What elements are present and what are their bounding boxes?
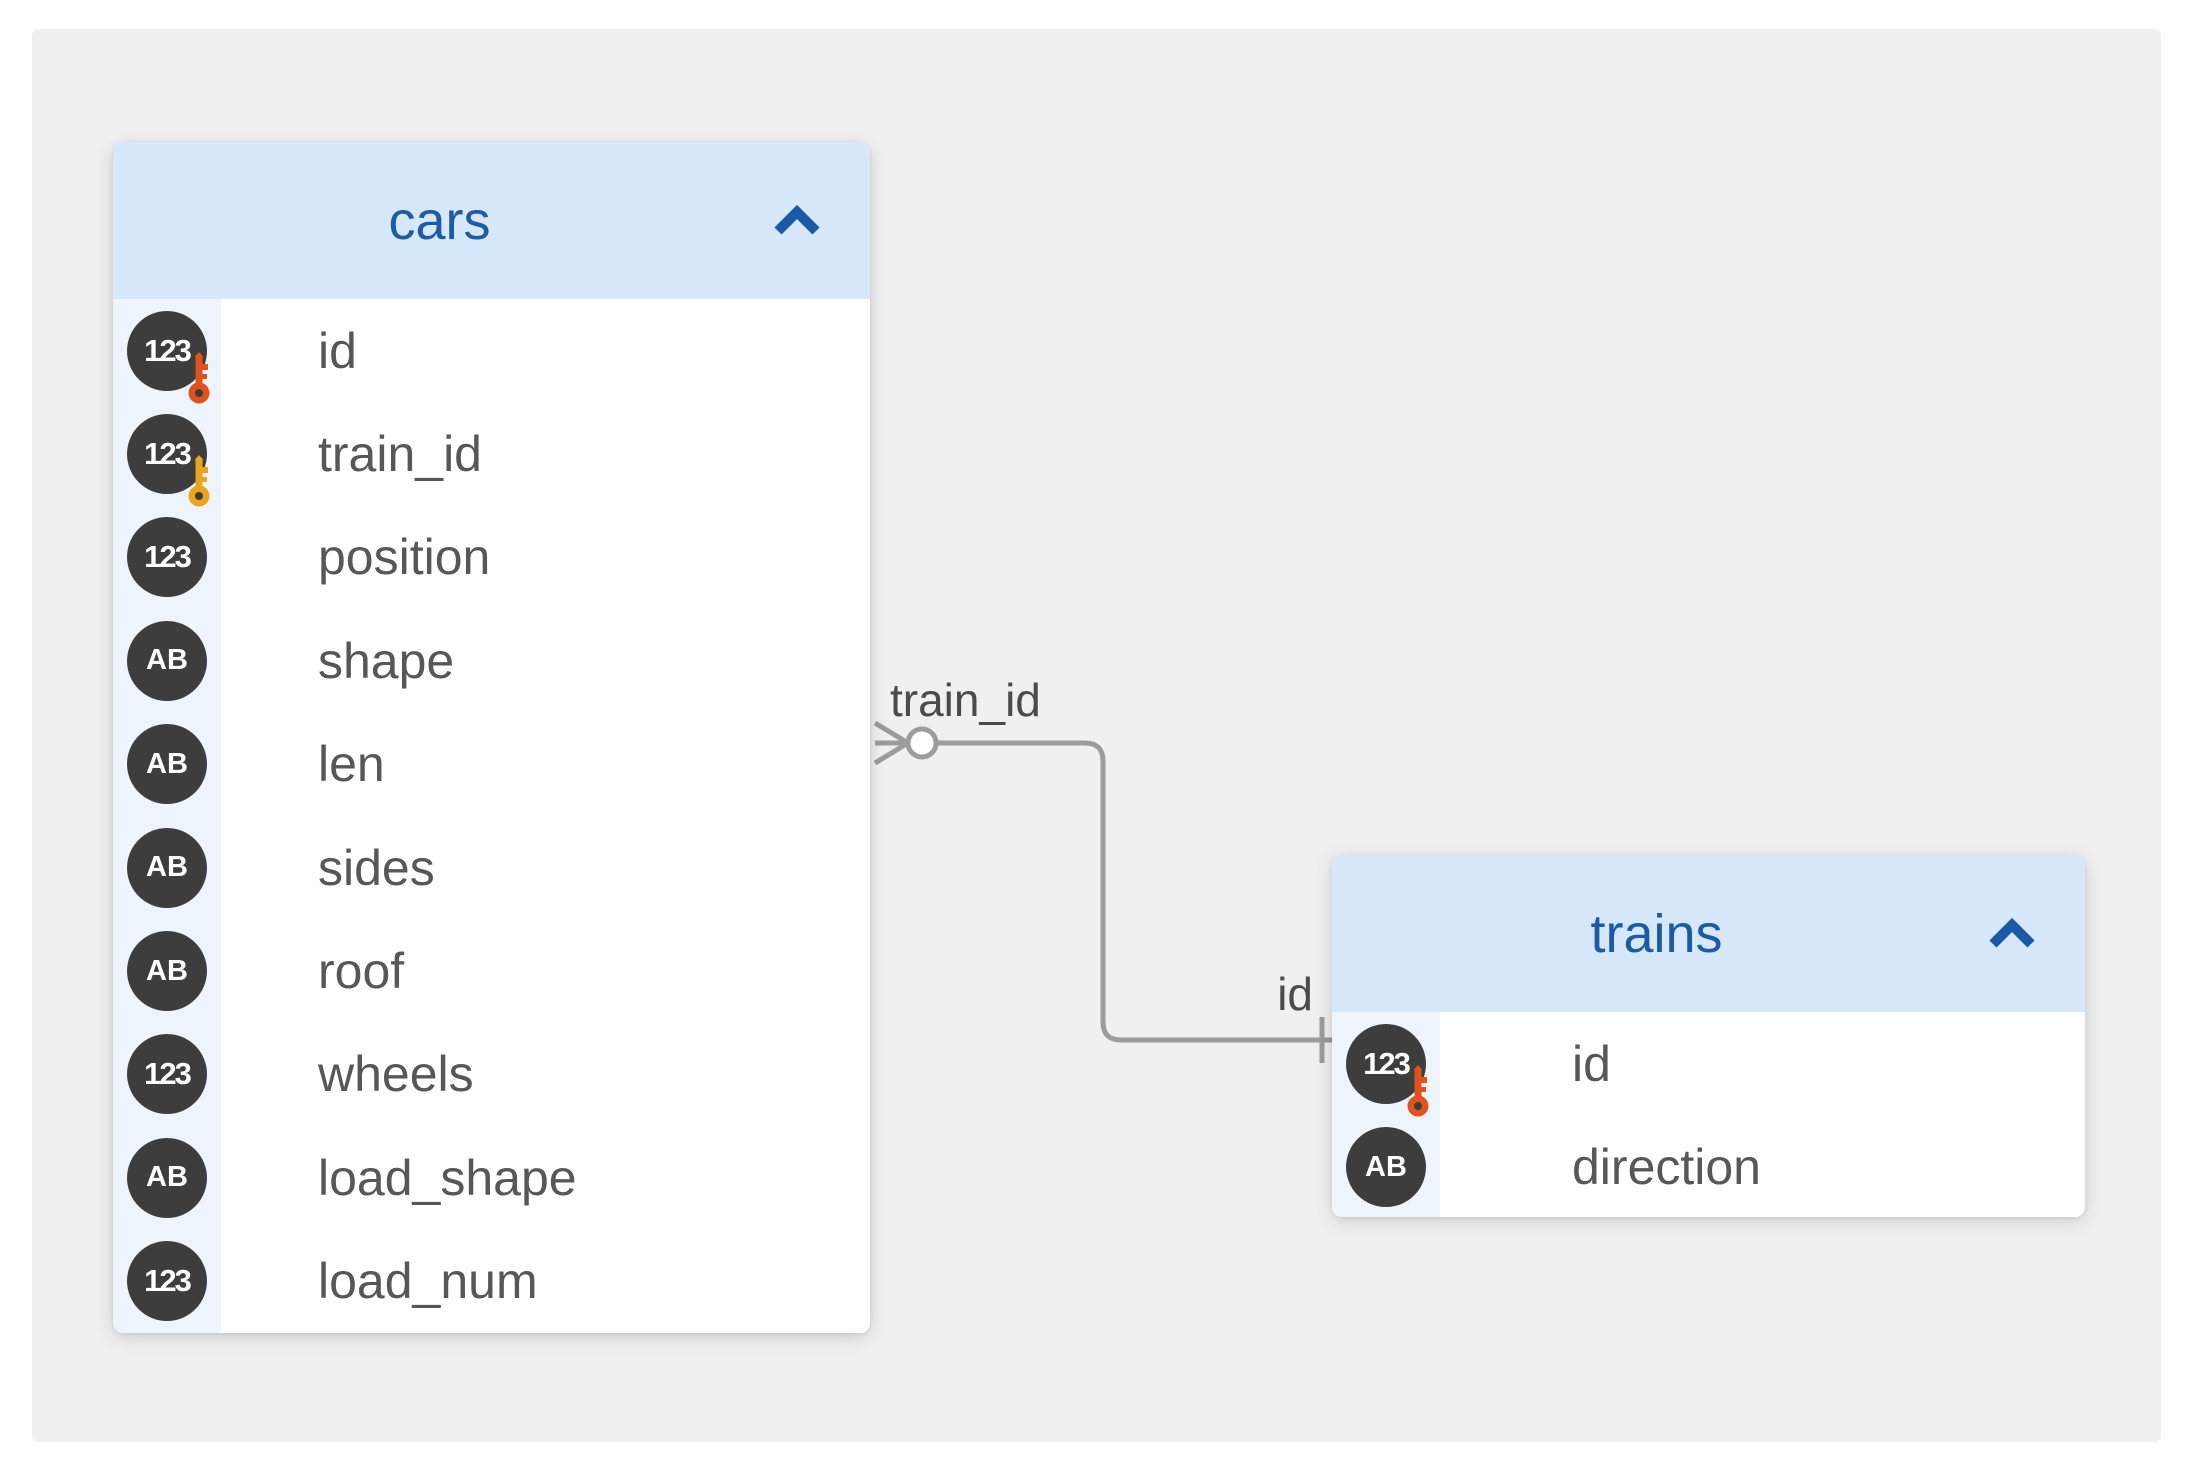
numeric-type-icon: 123 [127, 310, 210, 404]
numeric-type-icon: 123 [127, 517, 207, 598]
field-name: load_num [318, 1253, 538, 1310]
field-name: direction [1572, 1139, 1761, 1196]
text-type-icon: AB [127, 827, 207, 908]
field-row[interactable]: AB roof [113, 919, 870, 1022]
field-name: shape [318, 632, 455, 689]
table-title: cars [388, 190, 491, 251]
table-trains-header[interactable]: trains [1332, 855, 2085, 1012]
relationship-label-from-column: train_id [890, 674, 1041, 726]
numeric-type-icon: 123 [127, 1241, 207, 1322]
table-cars-body: 123 id 123 train_id 123 position AB shap… [113, 299, 870, 1333]
collapse-table-button[interactable] [1989, 917, 2035, 951]
primary-key-icon [1407, 1064, 1429, 1117]
numeric-type-icon: 123 [1346, 1023, 1429, 1117]
field-row[interactable]: 123 position [113, 506, 870, 609]
chevron-up-icon [1989, 917, 2035, 948]
collapse-table-button[interactable] [774, 204, 820, 238]
relationship-line[interactable] [937, 740, 1332, 1043]
table-trains-body: 123 id AB direction [1332, 1012, 2085, 1217]
field-name: position [318, 529, 491, 586]
crow-foot-many-icon [873, 720, 910, 766]
field-row[interactable]: 123 load_num [113, 1230, 870, 1333]
numeric-type-icon: 123 [127, 1034, 207, 1115]
chevron-up-icon [774, 204, 820, 235]
text-type-icon: AB [1346, 1127, 1426, 1208]
table-cars-header[interactable]: cars [113, 142, 870, 299]
field-row[interactable]: AB len [113, 713, 870, 816]
text-type-icon: AB [127, 620, 207, 701]
field-row[interactable]: AB load_shape [113, 1126, 870, 1229]
foreign-key-icon [188, 455, 210, 507]
field-name: load_shape [318, 1149, 577, 1206]
text-type-icon: AB [127, 931, 207, 1012]
text-type-icon: AB [127, 724, 207, 805]
field-row[interactable]: 123 train_id [113, 402, 870, 507]
field-name: len [318, 736, 385, 793]
field-row[interactable]: AB direction [1332, 1115, 2085, 1217]
field-row[interactable]: 123 id [113, 299, 870, 404]
field-row[interactable]: 123 wheels [113, 1023, 870, 1126]
field-row[interactable]: 123 id [1332, 1012, 2085, 1117]
field-name: id [318, 322, 357, 379]
relationship-label-to-column: id [1277, 968, 1313, 1020]
field-row[interactable]: AB shape [113, 609, 870, 712]
text-type-icon: AB [127, 1137, 207, 1218]
field-row[interactable]: AB sides [113, 816, 870, 919]
primary-key-icon [188, 351, 210, 404]
field-name: sides [318, 839, 435, 896]
table-trains[interactable]: trains 123 id AB direction [1332, 855, 2085, 1217]
numeric-type-icon: 123 [127, 414, 210, 507]
field-name: roof [318, 943, 405, 1000]
zero-cardinality-circle-icon [905, 726, 939, 760]
field-name: id [1572, 1035, 1611, 1092]
table-title: trains [1590, 903, 1723, 964]
diagram-canvas[interactable]: train_id id cars 123 id 123 train_id 123… [32, 29, 2161, 1442]
field-name: train_id [318, 426, 482, 483]
table-cars[interactable]: cars 123 id 123 train_id 123 position AB… [113, 142, 870, 1333]
field-name: wheels [318, 1046, 474, 1103]
